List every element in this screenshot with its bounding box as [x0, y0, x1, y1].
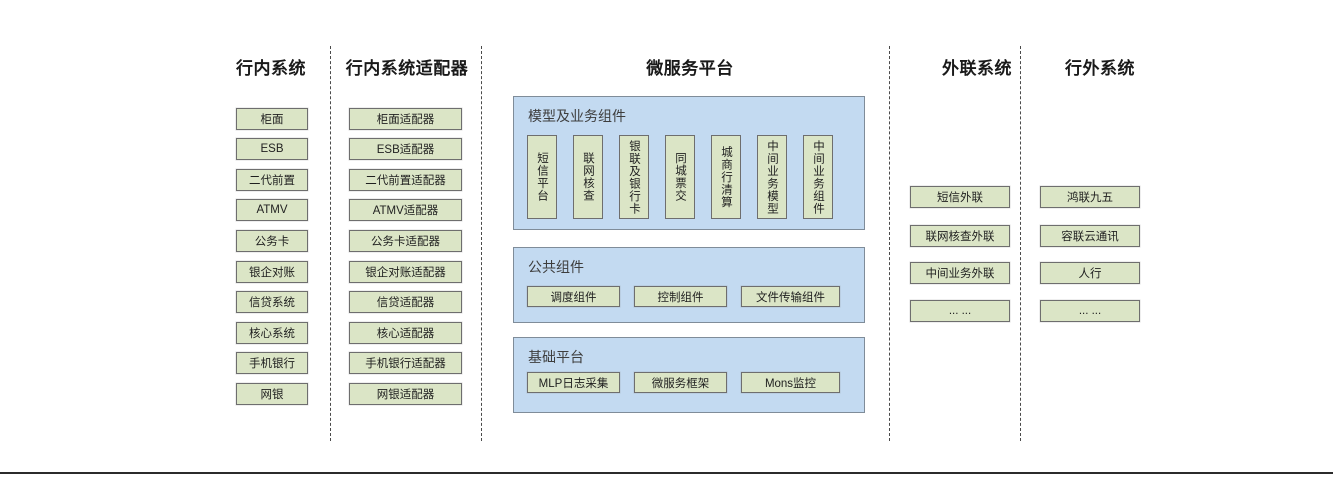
column-header-outside-bank-systems: 行外系统 [1065, 59, 1135, 78]
node-public-component[interactable]: 调度组件 [527, 286, 620, 307]
node-label: 城商行清算 [720, 145, 733, 209]
node-inner-system[interactable]: 手机银行 [236, 352, 308, 374]
panel-title-model-business-components: 模型及业务组件 [528, 108, 626, 124]
node-external-link-system[interactable]: 短信外联 [910, 186, 1010, 208]
node-inner-adapter[interactable]: 银企对账适配器 [349, 261, 462, 283]
node-external-link-system[interactable]: ... ... [910, 300, 1010, 322]
node-inner-system[interactable]: 信贷系统 [236, 291, 308, 313]
node-inner-system[interactable]: ATMV [236, 199, 308, 221]
node-inner-system[interactable]: 网银 [236, 383, 308, 405]
node-label: 中间业务模型 [766, 139, 779, 215]
node-inner-adapter[interactable]: 网银适配器 [349, 383, 462, 405]
node-external-link-system[interactable]: 中间业务外联 [910, 262, 1010, 284]
column-divider-4 [1020, 46, 1021, 441]
node-inner-adapter[interactable]: 核心适配器 [349, 322, 462, 344]
node-model-component[interactable]: 短信平台 [527, 135, 557, 219]
node-model-component[interactable]: 城商行清算 [711, 135, 741, 219]
node-base-platform-component[interactable]: MLP日志采集 [527, 372, 620, 393]
node-inner-adapter[interactable]: 柜面适配器 [349, 108, 462, 130]
node-outside-bank-system[interactable]: 人行 [1040, 262, 1140, 284]
node-model-component[interactable]: 联网核查 [573, 135, 603, 219]
node-inner-system[interactable]: 核心系统 [236, 322, 308, 344]
node-inner-system[interactable]: 柜面 [236, 108, 308, 130]
bottom-divider-rule [0, 472, 1333, 474]
node-model-component[interactable]: 同城票交 [665, 135, 695, 219]
node-inner-adapter[interactable]: 手机银行适配器 [349, 352, 462, 374]
node-public-component[interactable]: 控制组件 [634, 286, 727, 307]
column-header-external-link-systems: 外联系统 [942, 59, 1012, 78]
node-inner-system[interactable]: 公务卡 [236, 230, 308, 252]
node-label: 短信平台 [536, 152, 549, 202]
node-outside-bank-system[interactable]: 容联云通讯 [1040, 225, 1140, 247]
node-inner-system[interactable]: 二代前置 [236, 169, 308, 191]
node-inner-system[interactable]: ESB [236, 138, 308, 160]
node-inner-adapter[interactable]: 公务卡适配器 [349, 230, 462, 252]
node-model-component[interactable]: 中间业务组件 [803, 135, 833, 219]
column-header-inner-adapters: 行内系统适配器 [345, 59, 469, 78]
column-divider-2 [481, 46, 482, 441]
column-header-microservice-platform: 微服务平台 [646, 59, 734, 78]
node-label: 中间业务组件 [812, 139, 825, 215]
node-inner-adapter[interactable]: 二代前置适配器 [349, 169, 462, 191]
node-model-component[interactable]: 中间业务模型 [757, 135, 787, 219]
node-external-link-system[interactable]: 联网核查外联 [910, 225, 1010, 247]
column-divider-3 [889, 46, 890, 441]
node-inner-adapter[interactable]: ESB适配器 [349, 138, 462, 160]
node-label: 银联及银行卡 [628, 139, 641, 215]
panel-public-components: 公共组件 [513, 247, 865, 323]
node-outside-bank-system[interactable]: ... ... [1040, 300, 1140, 322]
node-label: 同城票交 [674, 152, 687, 202]
node-inner-adapter[interactable]: ATMV适配器 [349, 199, 462, 221]
node-label: 联网核查 [582, 152, 595, 202]
node-inner-adapter[interactable]: 信贷适配器 [349, 291, 462, 313]
panel-title-public-components: 公共组件 [528, 259, 584, 275]
node-public-component[interactable]: 文件传输组件 [741, 286, 840, 307]
column-divider-1 [330, 46, 331, 441]
node-outside-bank-system[interactable]: 鸿联九五 [1040, 186, 1140, 208]
column-header-inner-systems: 行内系统 [236, 59, 306, 78]
panel-title-base-platform: 基础平台 [528, 349, 584, 365]
node-model-component[interactable]: 银联及银行卡 [619, 135, 649, 219]
node-base-platform-component[interactable]: 微服务框架 [634, 372, 727, 393]
node-inner-system[interactable]: 银企对账 [236, 261, 308, 283]
node-base-platform-component[interactable]: Mons监控 [741, 372, 840, 393]
